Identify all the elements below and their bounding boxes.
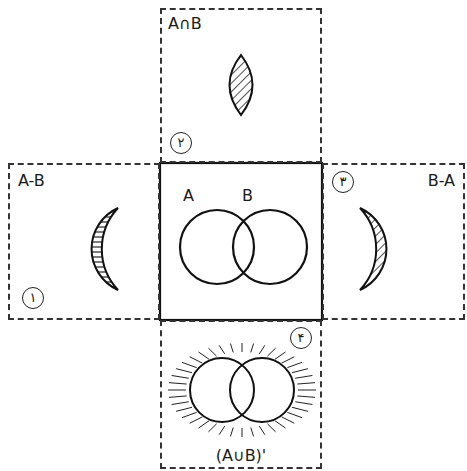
complement-hatch — [275, 352, 286, 359]
complement-hatch — [295, 375, 312, 378]
complement-hatch — [190, 357, 203, 363]
complement-hatch — [168, 390, 186, 391]
complement-hatch — [292, 369, 308, 373]
complement-hatch — [172, 375, 189, 378]
complement-hatch — [230, 428, 233, 437]
circle-outline — [232, 209, 308, 285]
complement-hatch — [251, 344, 254, 353]
set-circle: B — [232, 209, 308, 285]
complement-hatch — [295, 402, 312, 405]
complement-hatch — [176, 407, 192, 411]
difference-crescent — [360, 208, 386, 290]
region-box: A∩B ۲ — [160, 8, 322, 163]
complement-hatch — [275, 421, 286, 428]
complement-hatch — [292, 407, 308, 411]
region-label: A∩B — [168, 14, 202, 33]
region-box: (A∪B)' ۴ — [160, 320, 322, 469]
universe-box — [160, 163, 322, 320]
complement-hatch — [297, 396, 315, 397]
region-label: A-B — [18, 171, 45, 190]
set-label: A — [183, 186, 194, 205]
complement-hatch — [182, 412, 197, 417]
complement-hatch — [219, 426, 225, 435]
complement-hatch — [259, 426, 265, 435]
complement-hatch — [242, 428, 243, 437]
complement-hatch — [230, 344, 233, 353]
complement-hatch — [208, 348, 216, 356]
complement-hatch — [251, 428, 254, 437]
region-label: B-A — [428, 171, 455, 190]
complement-hatch — [199, 352, 210, 359]
complement-hatch — [287, 412, 302, 417]
complement-hatch — [199, 421, 210, 428]
callout-number: ۲ — [170, 132, 192, 154]
complement-hatch — [176, 369, 192, 373]
region-box: B-A ۳ — [322, 163, 465, 320]
complement-hatch — [169, 396, 187, 397]
difference-crescent — [92, 208, 118, 290]
complement-hatch — [190, 417, 203, 423]
set-label: B — [242, 186, 253, 205]
complement-hatch — [282, 357, 295, 363]
complement-hatch — [298, 390, 316, 391]
complement-hatch — [169, 383, 187, 384]
complement-hatch — [242, 343, 243, 352]
complement-hatch — [287, 362, 302, 367]
complement-hatch — [282, 417, 295, 423]
callout-number: ۴ — [290, 327, 312, 349]
complement-hatch — [259, 345, 265, 354]
region-label: (A∪B)' — [216, 446, 267, 465]
complement-hatch — [172, 402, 189, 405]
complement-hatch — [297, 383, 315, 384]
complement-hatch — [267, 348, 275, 356]
complement-hatch — [267, 424, 275, 432]
callout-number: ۱ — [22, 287, 44, 309]
complement-hatch — [208, 424, 216, 432]
complement-venn — [168, 343, 316, 437]
intersection-lens — [230, 55, 253, 115]
complement-hatch — [219, 345, 225, 354]
region-box: A-B ۱ — [8, 163, 160, 320]
callout-number: ۳ — [332, 171, 354, 193]
complement-hatch — [182, 362, 197, 367]
